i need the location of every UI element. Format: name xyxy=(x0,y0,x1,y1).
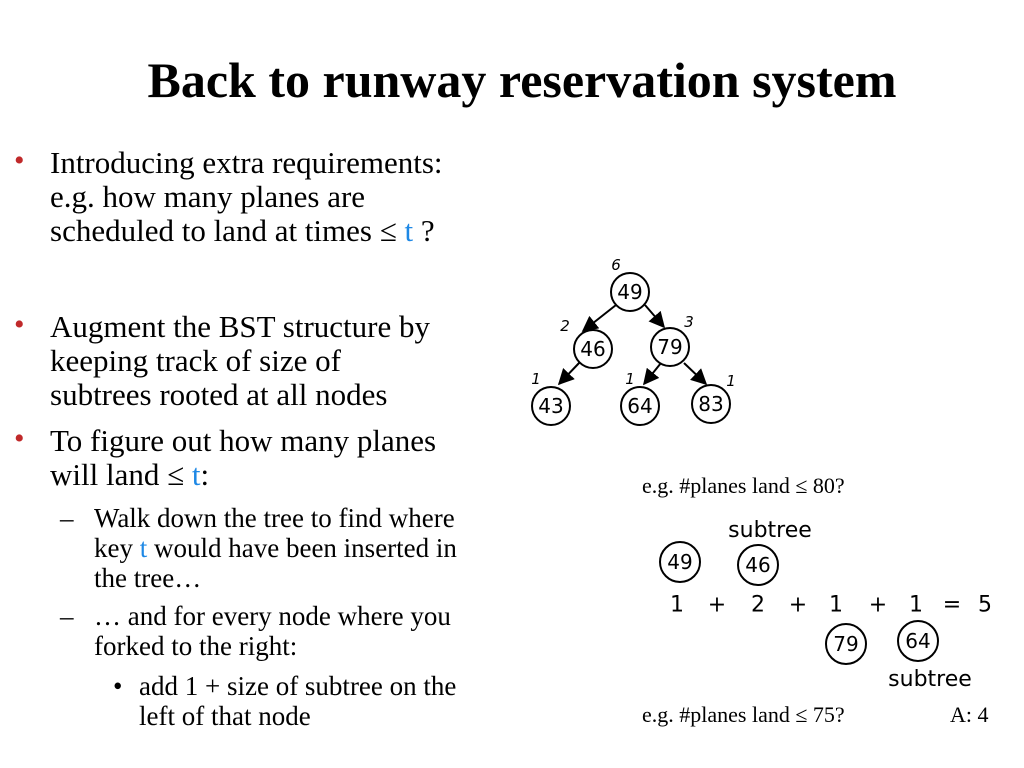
edge-46-43 xyxy=(557,361,581,386)
sub-bullet-1-line-1: Walk down the tree to find where xyxy=(94,503,455,533)
equation-operator: + xyxy=(789,593,807,618)
sub-bullet-dash: – xyxy=(60,601,74,631)
bullet-2-line-2: keeping track of size of xyxy=(50,343,341,378)
node-key: 79 xyxy=(657,335,682,359)
bullet-1-text: Introducing extra requirements: e.g. how… xyxy=(50,146,443,248)
example-node-key: 46 xyxy=(745,553,770,577)
example-node-key: 64 xyxy=(905,629,930,653)
variable-t: t xyxy=(139,533,148,563)
bullet-2-line-1: Augment the BST structure by xyxy=(50,309,430,344)
node-key: 49 xyxy=(617,280,642,304)
tree-node-64: 64 1 xyxy=(620,370,660,426)
example-node-key: 79 xyxy=(833,632,858,656)
example-node-key: 49 xyxy=(667,550,692,574)
bullet-1-line-3-prefix: scheduled to land at times ≤ xyxy=(50,213,405,248)
equation-term: 1 xyxy=(670,593,684,618)
subtree-label-top: subtree xyxy=(728,518,812,543)
tree-node-49: 49 6 xyxy=(610,256,650,312)
tree-node-79: 79 3 xyxy=(650,313,694,367)
edge-79-83 xyxy=(683,362,708,386)
bullet-1-line-3: scheduled to land at times ≤ t ? xyxy=(50,214,443,248)
variable-t: t xyxy=(191,457,201,492)
tree-node-83: 83 1 xyxy=(691,372,736,424)
node-size: 1 xyxy=(531,370,541,388)
bullet-3-line-2-suffix: : xyxy=(200,457,210,492)
variable-t: t xyxy=(404,213,414,248)
sub-bullet-1-line-3: the tree… xyxy=(94,563,202,593)
example-question-1: e.g. #planes land ≤ 80? xyxy=(642,473,845,498)
node-size: 1 xyxy=(625,370,635,388)
equation-result: 5 xyxy=(978,593,992,618)
example-node-49: 49 xyxy=(659,541,701,583)
tree-node-46: 46 2 xyxy=(560,317,613,369)
sub-bullet-2-line-1: … and for every node where you xyxy=(94,601,451,631)
sub-bullet-1-line-2: key t would have been inserted in xyxy=(94,533,457,563)
example-node-79: 79 xyxy=(825,623,867,665)
example-question-2: e.g. #planes land ≤ 75? xyxy=(642,702,845,727)
sub-sub-bullet-line-2: left of that node xyxy=(139,701,311,731)
node-key: 83 xyxy=(698,392,723,416)
sub-bullet-1-line-2-suffix: would have been inserted in xyxy=(147,533,457,563)
sub-bullet-2-text: … and for every node where you forked to… xyxy=(94,601,451,661)
equation-operator: = xyxy=(943,593,961,618)
bullet-3-line-2: will land ≤ t: xyxy=(50,458,436,492)
node-key: 43 xyxy=(538,394,563,418)
node-size: 3 xyxy=(684,313,694,331)
equation-term: 2 xyxy=(751,593,765,618)
edge-49-79 xyxy=(644,304,666,329)
equation-term: 1 xyxy=(909,593,923,618)
example-equation: 1 + 2 + 1 + 1 = 5 xyxy=(670,593,992,618)
bullet-dot: • xyxy=(14,422,25,455)
sub-bullet-1-text: Walk down the tree to find where key t w… xyxy=(94,503,457,593)
node-key: 64 xyxy=(627,394,652,418)
bullet-1-line-1: Introducing extra requirements: xyxy=(50,145,443,180)
bullet-2-line-3: subtrees rooted at all nodes xyxy=(50,377,388,412)
node-key: 46 xyxy=(580,337,605,361)
bullet-1-line-2: e.g. how many planes are xyxy=(50,179,366,214)
sub-bullet-dash: – xyxy=(60,503,74,533)
node-size: 1 xyxy=(726,372,736,390)
sub-sub-bullet-line-1: add 1 + size of subtree on the xyxy=(139,671,457,701)
equation-operator: + xyxy=(869,593,887,618)
node-size: 6 xyxy=(611,256,621,274)
bullet-1-line-3-suffix: ? xyxy=(413,213,435,248)
bullet-2-text: Augment the BST structure by keeping tra… xyxy=(50,310,430,412)
slide-title: Back to runway reservation system xyxy=(147,52,897,108)
bullet-dot: • xyxy=(14,144,25,177)
sub-sub-bullet-text: add 1 + size of subtree on the left of t… xyxy=(139,671,456,731)
sub-bullet-1-line-2-prefix: key xyxy=(94,533,140,563)
example-node-64: 64 xyxy=(897,620,939,662)
sub-bullet-2-line-2: forked to the right: xyxy=(94,631,298,661)
equation-term: 1 xyxy=(829,593,843,618)
example-answer-2: A: 4 xyxy=(950,702,989,727)
bullet-dot: • xyxy=(14,308,25,341)
bullet-3-line-1: To figure out how many planes xyxy=(50,423,437,458)
bullet-3-line-2-prefix: will land ≤ xyxy=(50,457,192,492)
node-size: 2 xyxy=(560,317,570,335)
edge-49-46 xyxy=(581,304,617,332)
bullet-3-text: To figure out how many planes will land … xyxy=(50,424,436,492)
equation-operator: + xyxy=(708,593,726,618)
example-node-46: 46 xyxy=(737,544,779,586)
edge-79-64 xyxy=(642,362,662,386)
sub-sub-bullet-dot: • xyxy=(113,671,123,701)
tree-node-43: 43 1 xyxy=(531,370,571,426)
subtree-label-bottom: subtree xyxy=(888,667,972,692)
